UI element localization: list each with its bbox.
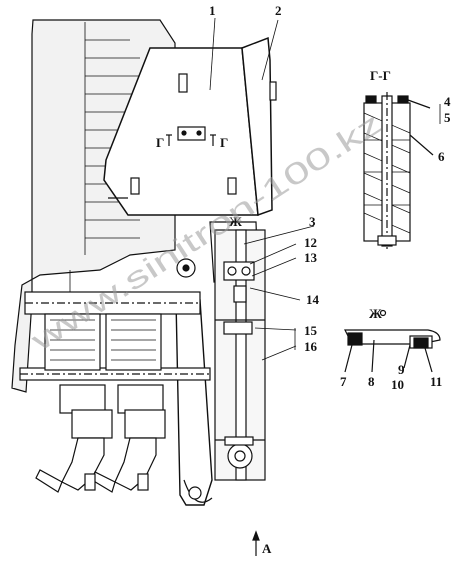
callout-11: 11 [430,374,442,389]
roller-wheel [227,443,253,469]
callout-7: 7 [340,374,347,389]
gearbox-right [124,409,166,439]
section-view-g-g [363,92,434,252]
callout-labels: 1 2 3 4 5 6 7 8 9 10 11 12 13 14 15 16 Г… [156,3,451,556]
callout-1: 1 [209,3,216,18]
side-tab [269,81,277,101]
view-label-zh-main: Ж [229,214,242,229]
foot-right [227,177,237,195]
pulley-block-left [44,313,101,371]
section-title: Г-Г [370,68,391,83]
view-label-zh: Ж [369,306,382,321]
callout-3: 3 [309,214,316,229]
skid-bar [175,299,213,506]
callout-16: 16 [304,339,318,354]
housing-ribs [69,22,140,300]
callout-4: 4 [444,94,451,109]
arrow-label-a: А [262,541,272,556]
callout-12: 12 [304,235,317,250]
callout-14: 14 [306,292,320,307]
pulley-block-right [105,313,162,371]
callout-10: 10 [391,377,404,392]
foot-left [130,177,140,195]
view-arrow-a [252,530,260,556]
section-mark-right: Г [220,135,228,150]
callout-6: 6 [438,149,445,164]
callout-2: 2 [275,3,282,18]
main-assembly-view [11,19,277,506]
rail-clip-15 [223,321,253,335]
section-cut-markers [166,134,216,146]
rail-channel [235,229,247,481]
callout-9: 9 [398,362,405,377]
side-cover-2 [241,36,273,217]
callout-5: 5 [444,110,451,125]
view-zh [344,309,441,373]
nozzle-right [114,437,157,491]
top-slot [178,73,188,93]
pivot-hole [188,486,202,500]
leader-lines [209,17,441,361]
callout-13: 13 [304,250,318,265]
callout-8: 8 [368,374,375,389]
section-bracket [177,126,206,141]
callout-15: 15 [304,323,318,338]
section-mark-left: Г [156,135,164,150]
gearbox-left [71,409,113,439]
rail-block-14 [233,285,247,303]
